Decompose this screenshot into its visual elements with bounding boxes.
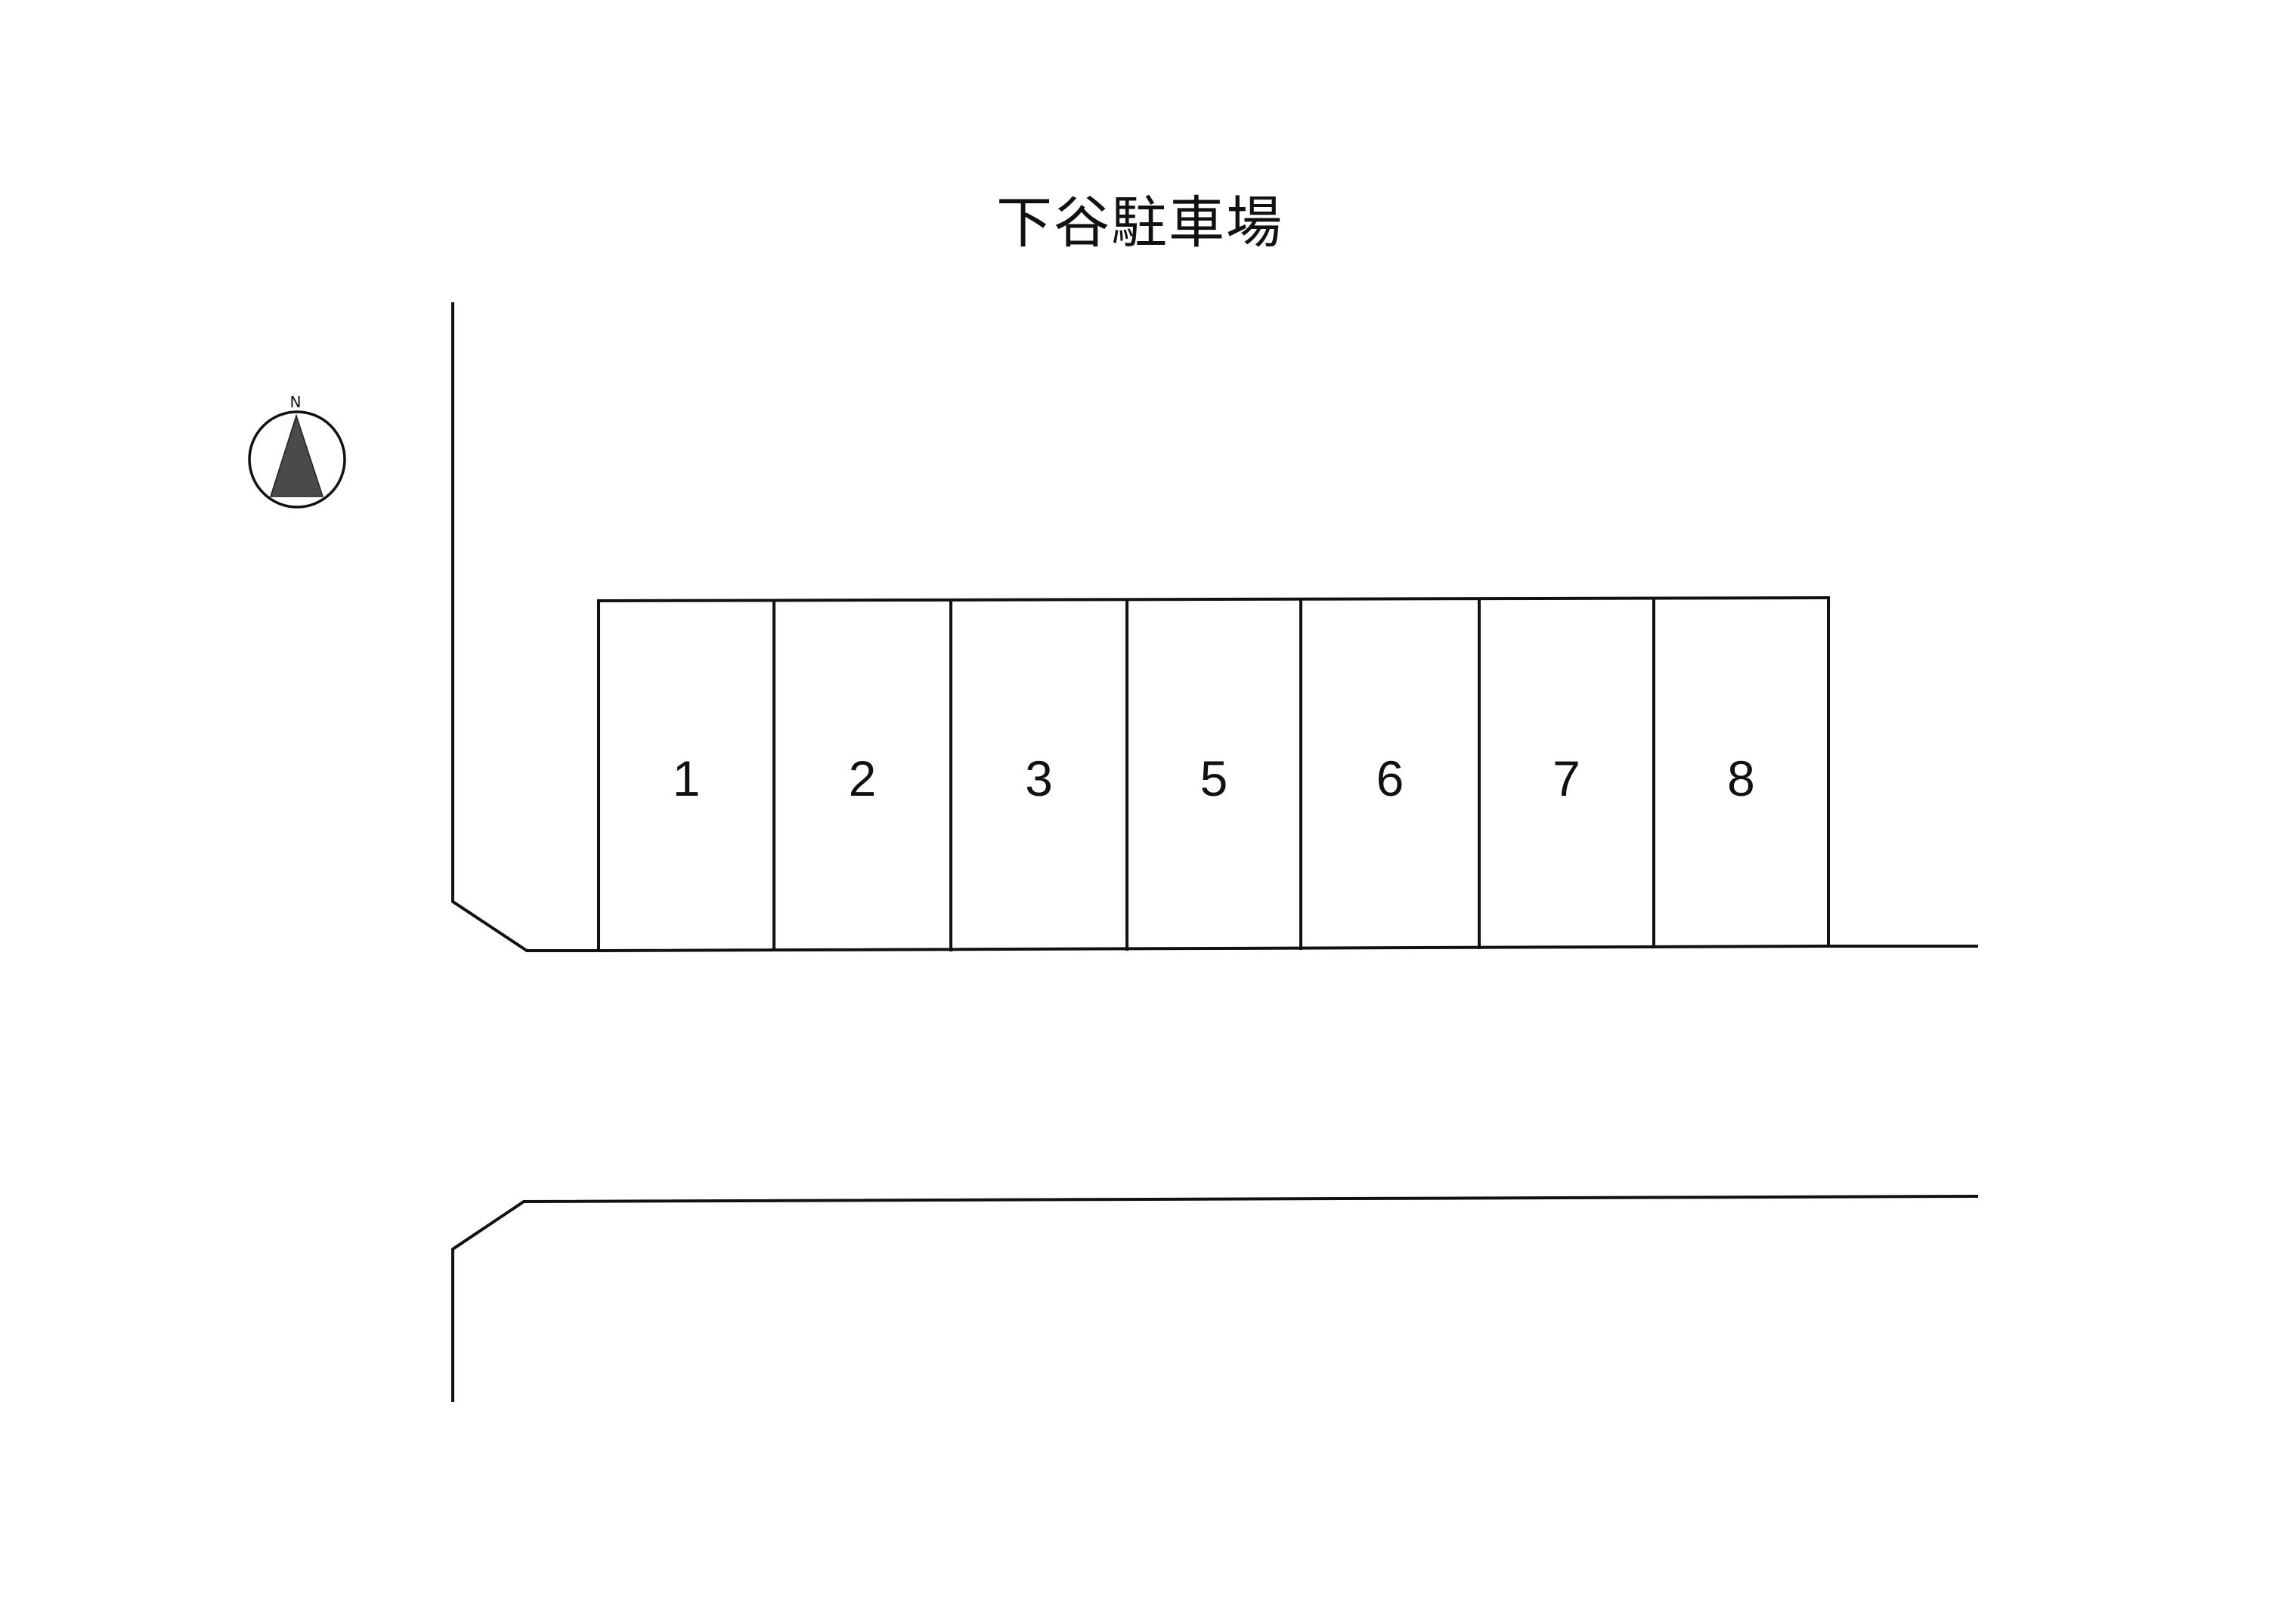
stall-label: 7 — [1553, 750, 1580, 806]
stall-label: 8 — [1727, 750, 1755, 806]
stall-label: 2 — [848, 750, 877, 806]
lower-road-boundary — [451, 1194, 1979, 1402]
stall-label: 1 — [672, 750, 701, 806]
parking-block-outline — [597, 595, 1830, 953]
compass-north-label: N — [289, 393, 302, 411]
stall-label: 5 — [1200, 750, 1228, 806]
stall-label: 6 — [1376, 750, 1404, 806]
page-title: 下谷駐車場 — [996, 190, 1283, 255]
upper-road-boundary — [451, 302, 600, 952]
north-arrow-icon — [269, 413, 324, 497]
compass-circle — [248, 410, 346, 509]
compass — [248, 410, 346, 509]
stall-label: 3 — [1025, 750, 1053, 806]
